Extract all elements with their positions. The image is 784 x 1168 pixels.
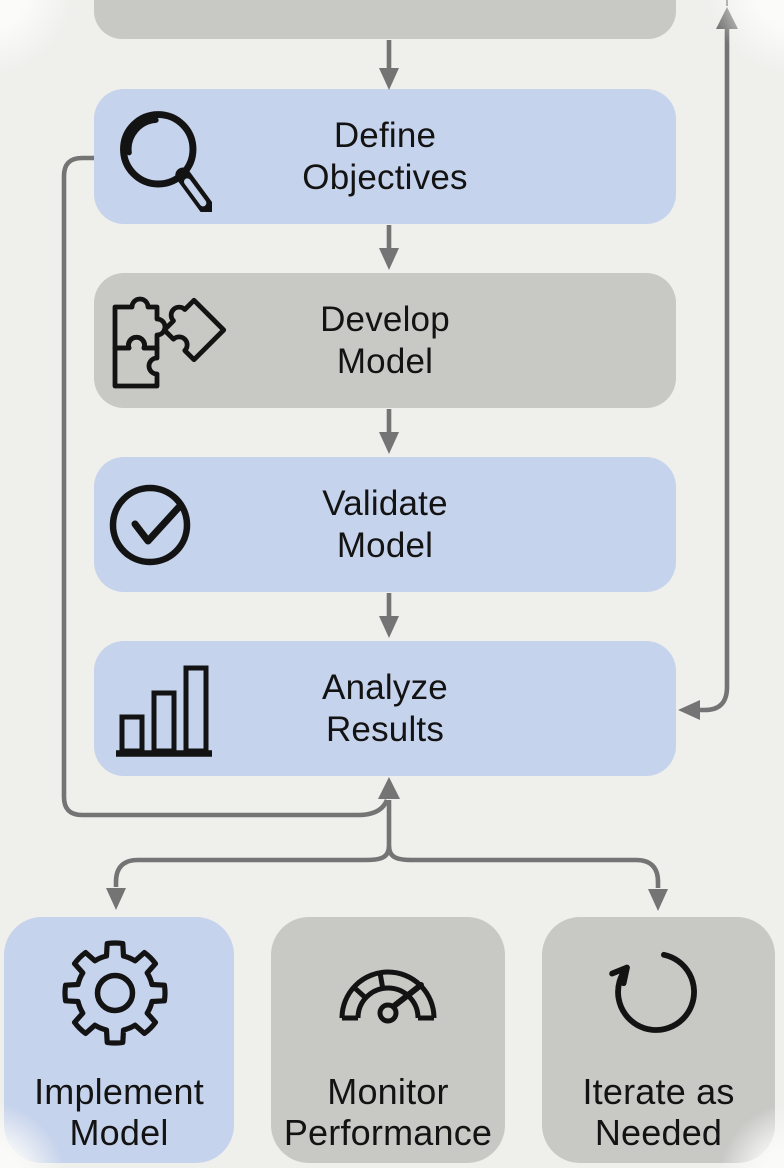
node-define-objectives: Define Objectives bbox=[94, 89, 676, 224]
arrowhead-up-analyze-bottom bbox=[378, 777, 400, 799]
arrowhead-left-analyze-side bbox=[678, 700, 700, 720]
arrowhead-down-develop bbox=[379, 248, 399, 270]
arrowhead-down-define bbox=[379, 68, 399, 90]
edge-branch-implement bbox=[113, 845, 392, 887]
gear-icon bbox=[62, 940, 168, 1046]
node-label: Validate Model bbox=[322, 483, 448, 565]
arrowhead-down-implement bbox=[106, 888, 126, 910]
arrowhead-up-top-right bbox=[716, 7, 738, 29]
node-analyze-results: Analyze Results bbox=[94, 641, 676, 776]
node-label: Implement Model bbox=[34, 1071, 204, 1153]
node-label: Develop Model bbox=[320, 299, 450, 381]
node-iterate-as-needed: Iterate as Needed bbox=[542, 917, 775, 1163]
node-label: Iterate as Needed bbox=[582, 1071, 735, 1153]
node-start-partial bbox=[94, 0, 676, 39]
gauge-icon bbox=[339, 969, 437, 1024]
arrowhead-down-analyze bbox=[379, 616, 399, 638]
arrowhead-down-iterate bbox=[648, 889, 668, 911]
node-implement-model: Implement Model bbox=[4, 917, 234, 1163]
rotate-icon bbox=[609, 951, 697, 1033]
node-label: Monitor Performance bbox=[283, 1071, 493, 1153]
edge-branch-iterate bbox=[386, 845, 661, 888]
node-develop-model: Develop Model bbox=[94, 273, 676, 408]
node-label: Analyze Results bbox=[322, 667, 448, 749]
node-monitor-performance: Monitor Performance bbox=[271, 917, 505, 1163]
node-validate-model: Validate Model bbox=[94, 457, 676, 592]
arrowhead-down-validate bbox=[379, 432, 399, 454]
node-label: Define Objectives bbox=[302, 115, 468, 197]
edge-right-line bbox=[700, 29, 730, 713]
